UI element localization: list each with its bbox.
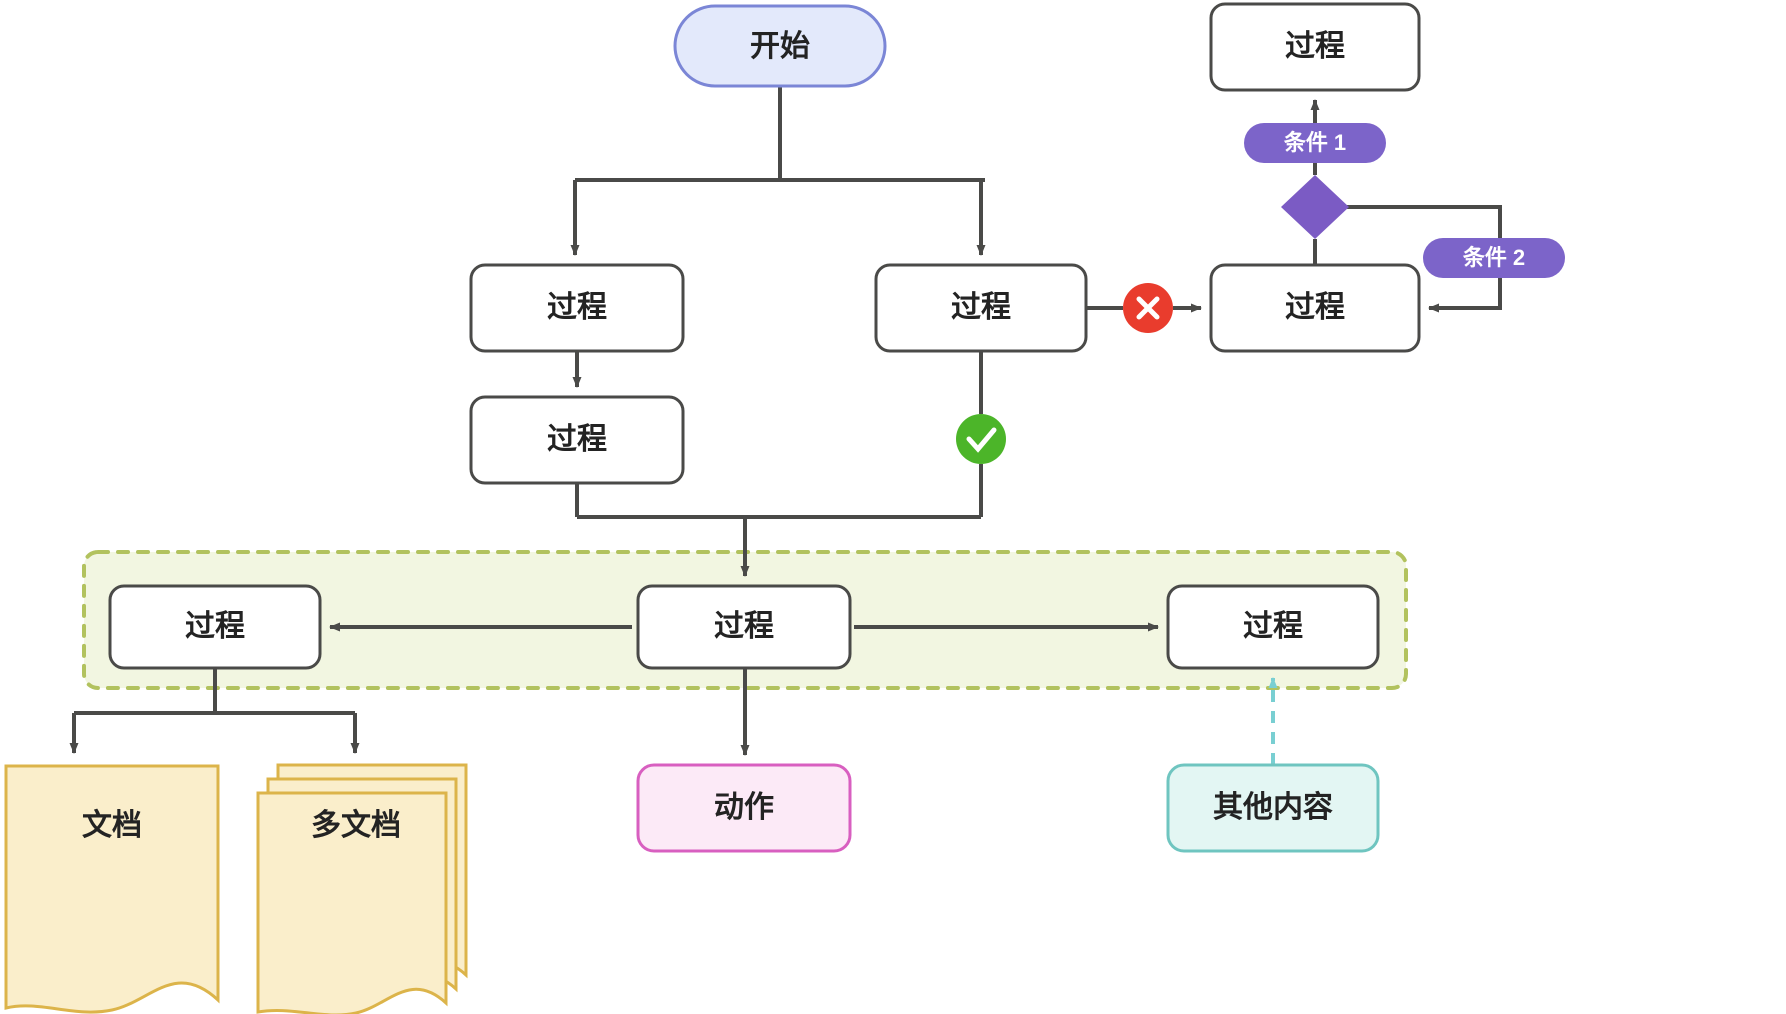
node-process-left-2[interactable]: 过程 [469, 395, 685, 485]
process-shape [469, 395, 685, 485]
success-marker-circle [956, 414, 1006, 464]
process-shape [469, 263, 685, 353]
badge-condition-1[interactable]: 条件 1 [1244, 123, 1386, 163]
process-shape [874, 263, 1088, 353]
process-shape [1209, 2, 1421, 92]
edge-start-fork [575, 86, 985, 182]
x-icon [1136, 296, 1160, 320]
node-action[interactable]: 动作 [636, 763, 852, 853]
document-shape [4, 764, 220, 1014]
check-icon [966, 427, 997, 453]
edge-decision-loop-top [1347, 205, 1502, 238]
node-decision[interactable] [1281, 175, 1349, 239]
process-shape [108, 584, 322, 670]
node-multi-document[interactable]: 多文档 [256, 763, 468, 1014]
error-marker-icon[interactable] [1123, 283, 1173, 333]
edge-group-left-fork [74, 668, 355, 715]
node-document[interactable]: 文档 [4, 764, 220, 1014]
node-process-mid-1[interactable]: 过程 [874, 263, 1088, 353]
condition-2-pill [1423, 238, 1565, 278]
success-marker-icon[interactable] [956, 414, 1006, 464]
node-group-process-mid[interactable]: 过程 [636, 584, 852, 670]
process-shape [636, 584, 852, 670]
edge-merge-bar [575, 483, 981, 519]
process-shape [1166, 584, 1380, 670]
condition-1-pill [1244, 123, 1386, 163]
node-group-process-left[interactable]: 过程 [108, 584, 322, 670]
other-content-shape [1166, 763, 1380, 853]
edge-cond2-loop-back[interactable] [1428, 278, 1502, 313]
process-shape [1209, 263, 1421, 353]
node-process-right-1[interactable]: 过程 [1209, 263, 1421, 353]
node-process-left-1[interactable]: 过程 [469, 263, 685, 353]
multi-document-sheet-front [256, 791, 448, 1014]
badge-condition-2[interactable]: 条件 2 [1423, 238, 1565, 278]
node-process-top[interactable]: 过程 [1209, 2, 1421, 92]
start-shape [673, 4, 887, 88]
node-group-process-right[interactable]: 过程 [1166, 584, 1380, 670]
node-other-content[interactable]: 其他内容 [1166, 763, 1380, 853]
node-start[interactable]: 开始 [673, 4, 887, 88]
action-shape [636, 763, 852, 853]
decision-diamond-shape [1281, 175, 1349, 239]
